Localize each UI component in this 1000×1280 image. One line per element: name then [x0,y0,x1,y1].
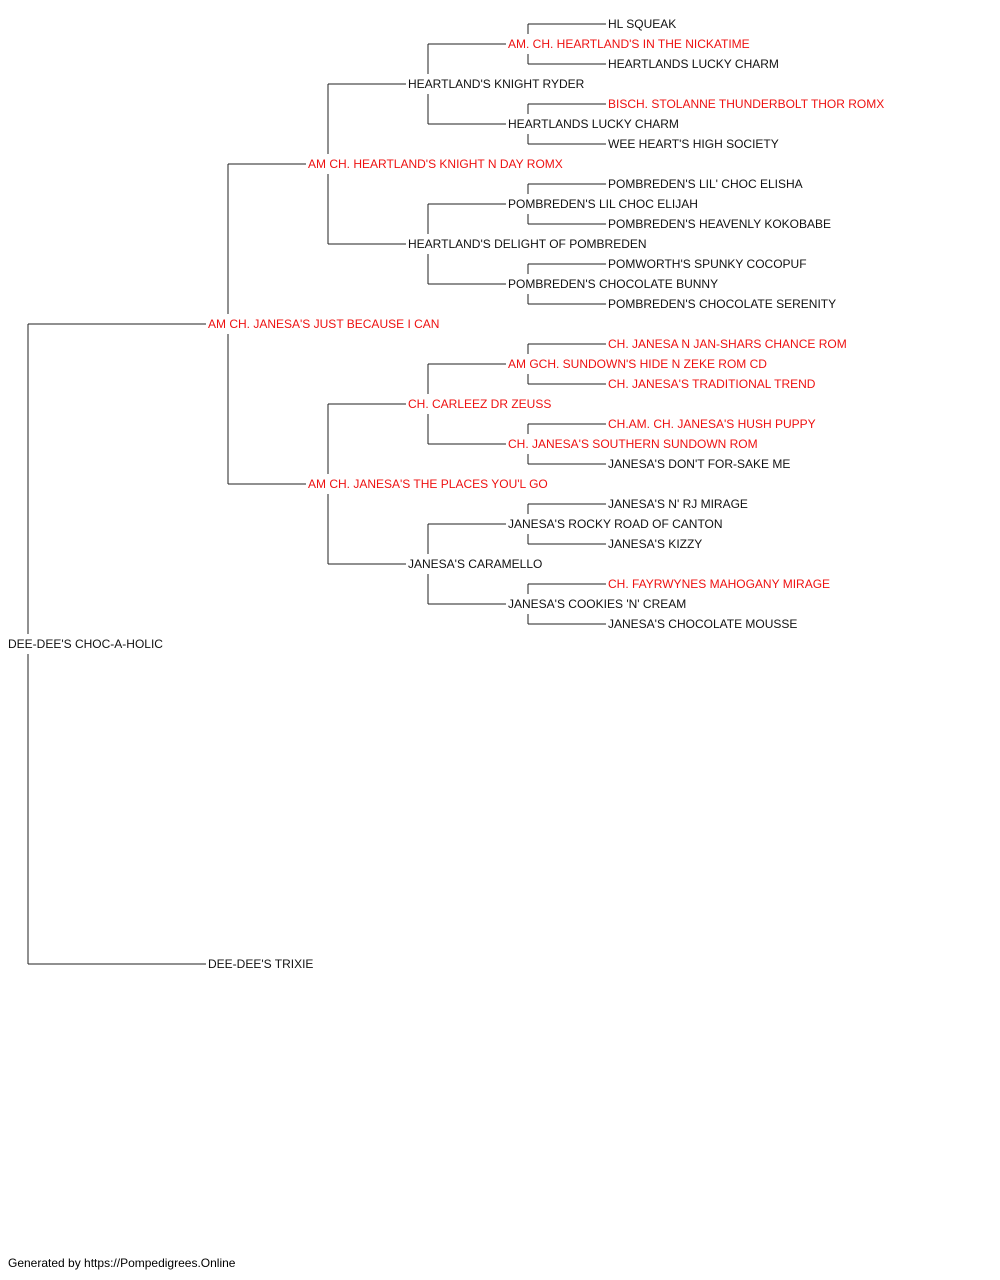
sire-name[interactable]: AM CH. JANESA'S JUST BECAUSE I CAN [208,317,439,331]
dam-name[interactable]: AM CH. JANESA'S THE PLACES YOU'L GO [308,477,548,491]
sire-name[interactable]: AM GCH. SUNDOWN'S HIDE N ZEKE ROM CD [508,357,767,371]
sire-name[interactable]: CH. FAYRWYNES MAHOGANY MIRAGE [608,577,830,591]
sire-name[interactable]: POMBREDEN'S LIL' CHOC ELISHA [608,177,803,191]
dam-name[interactable]: HEARTLAND'S DELIGHT OF POMBREDEN [408,237,647,251]
dam-name[interactable]: HEARTLANDS LUCKY CHARM [608,57,779,71]
dam-name[interactable]: JANESA'S CHOCOLATE MOUSSE [608,617,797,631]
sire-name[interactable]: POMWORTH'S SPUNKY COCOPUF [608,257,807,271]
subject-dog-name[interactable]: DEE-DEE'S CHOC-A-HOLIC [8,637,163,651]
dam-name[interactable]: CH. JANESA'S TRADITIONAL TREND [608,377,816,391]
dam-name[interactable]: POMBREDEN'S CHOCOLATE SERENITY [608,297,836,311]
generated-by-footer: Generated by https://Pompedigrees.Online [8,1256,236,1270]
dam-name[interactable]: JANESA'S DON'T FOR-SAKE ME [608,457,790,471]
dam-name[interactable]: JANESA'S COOKIES 'N' CREAM [508,597,686,611]
dam-name[interactable]: HEARTLANDS LUCKY CHARM [508,117,679,131]
sire-name[interactable]: CH. CARLEEZ DR ZEUSS [408,397,551,411]
dam-name[interactable]: DEE-DEE'S TRIXIE [208,957,313,971]
sire-name[interactable]: CH.AM. CH. JANESA'S HUSH PUPPY [608,417,816,431]
sire-name[interactable]: JANESA'S N' RJ MIRAGE [608,497,748,511]
dam-name[interactable]: WEE HEART'S HIGH SOCIETY [608,137,779,151]
sire-name[interactable]: POMBREDEN'S LIL CHOC ELIJAH [508,197,698,211]
sire-name[interactable]: CH. JANESA N JAN-SHARS CHANCE ROM [608,337,847,351]
dam-name[interactable]: POMBREDEN'S CHOCOLATE BUNNY [508,277,718,291]
sire-name[interactable]: AM CH. HEARTLAND'S KNIGHT N DAY ROMX [308,157,563,171]
sire-name[interactable]: HL SQUEAK [608,17,676,31]
dam-name[interactable]: CH. JANESA'S SOUTHERN SUNDOWN ROM [508,437,758,451]
sire-name[interactable]: JANESA'S ROCKY ROAD OF CANTON [508,517,723,531]
sire-name[interactable]: BISCH. STOLANNE THUNDERBOLT THOR ROMX [608,97,884,111]
dam-name[interactable]: JANESA'S KIZZY [608,537,702,551]
sire-name[interactable]: HEARTLAND'S KNIGHT RYDER [408,77,585,91]
dam-name[interactable]: JANESA'S CARAMELLO [408,557,542,571]
sire-name[interactable]: AM. CH. HEARTLAND'S IN THE NICKATIME [508,37,750,51]
dam-name[interactable]: POMBREDEN'S HEAVENLY KOKOBABE [608,217,831,231]
